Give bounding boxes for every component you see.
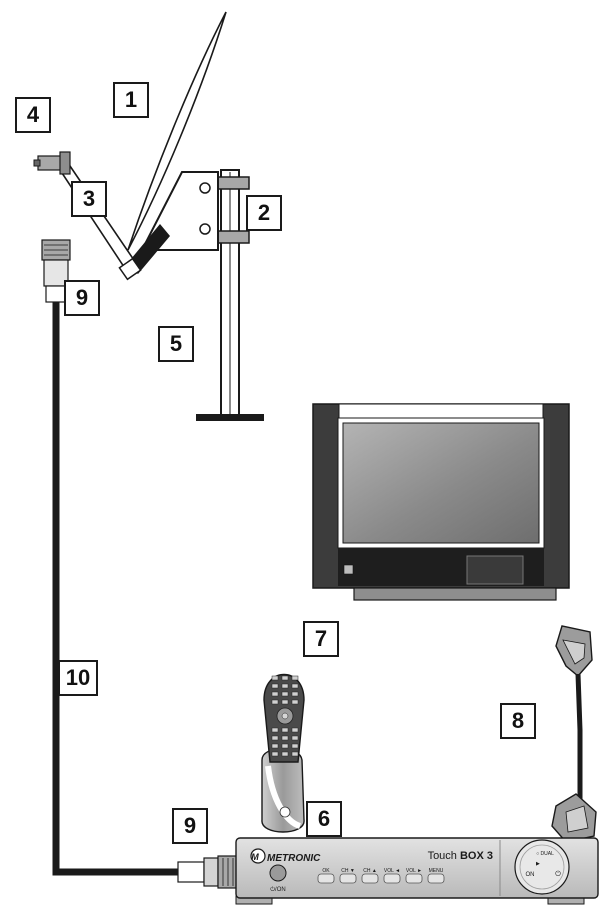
front-panel-buttons: OK CH ▼ CH ▲ VOL ◄ VOL ► MENU	[317, 868, 445, 884]
callout-receiver: 6	[306, 801, 342, 837]
callout-mount-bracket: 2	[246, 195, 282, 231]
wheel-on-label: ON	[526, 872, 535, 878]
callout-coax-cable: 10	[58, 660, 98, 696]
front-button-2[interactable]	[361, 873, 379, 884]
callout-connector-top: 9	[64, 280, 100, 316]
callout-connector-bottom: 9	[172, 808, 208, 844]
front-button-0[interactable]	[317, 873, 335, 884]
callout-scart-cable: 8	[500, 703, 536, 739]
mount-bracket	[126, 171, 250, 274]
svg-text:Touch BOX 3: Touch BOX 3	[428, 850, 493, 862]
callout-dish: 1	[113, 82, 149, 118]
callout-lnb: 4	[15, 97, 51, 133]
jog-wheel[interactable]	[514, 839, 570, 895]
callout-mast: 5	[158, 326, 194, 362]
remote-control	[261, 674, 305, 833]
front-button-4[interactable]	[405, 873, 423, 884]
front-button-1[interactable]	[339, 873, 357, 884]
wheel-dual-label: ○ DUAL	[536, 851, 554, 857]
svg-text:▶: ▶	[536, 861, 540, 867]
front-button-label-1: CH ▼	[341, 868, 355, 874]
model-name: BOX 3	[460, 850, 493, 862]
model-prefix: Touch	[428, 850, 457, 862]
front-button-label-3: VOL ◄	[384, 868, 400, 874]
callout-lnb-arm: 3	[71, 181, 107, 217]
svg-text:M: M	[251, 852, 259, 862]
front-button-label-4: VOL ►	[406, 868, 422, 874]
lnb-head	[33, 151, 71, 175]
front-button-5[interactable]	[427, 873, 445, 884]
coax-cable	[52, 302, 180, 876]
front-button-label-5: MENU	[429, 868, 444, 874]
front-button-label-2: CH ▲	[363, 868, 377, 874]
television	[312, 403, 570, 601]
callout-television: 7	[303, 621, 339, 657]
front-button-label-0: OK	[322, 868, 330, 874]
power-button[interactable]	[269, 864, 287, 882]
connector-top	[41, 239, 71, 303]
receiver-brand: METRONIC	[267, 853, 321, 864]
connector-bottom	[177, 855, 239, 889]
front-button-3[interactable]	[383, 873, 401, 884]
power-label: ⏻/ON	[270, 886, 285, 893]
scart-cable	[551, 625, 597, 843]
wheel-off-label: ⏻	[555, 870, 561, 878]
satellite-receiver: M METRONIC Touch BOX 3 ⏻/ON OK CH ▼ CH ▲ VO…	[235, 837, 599, 905]
